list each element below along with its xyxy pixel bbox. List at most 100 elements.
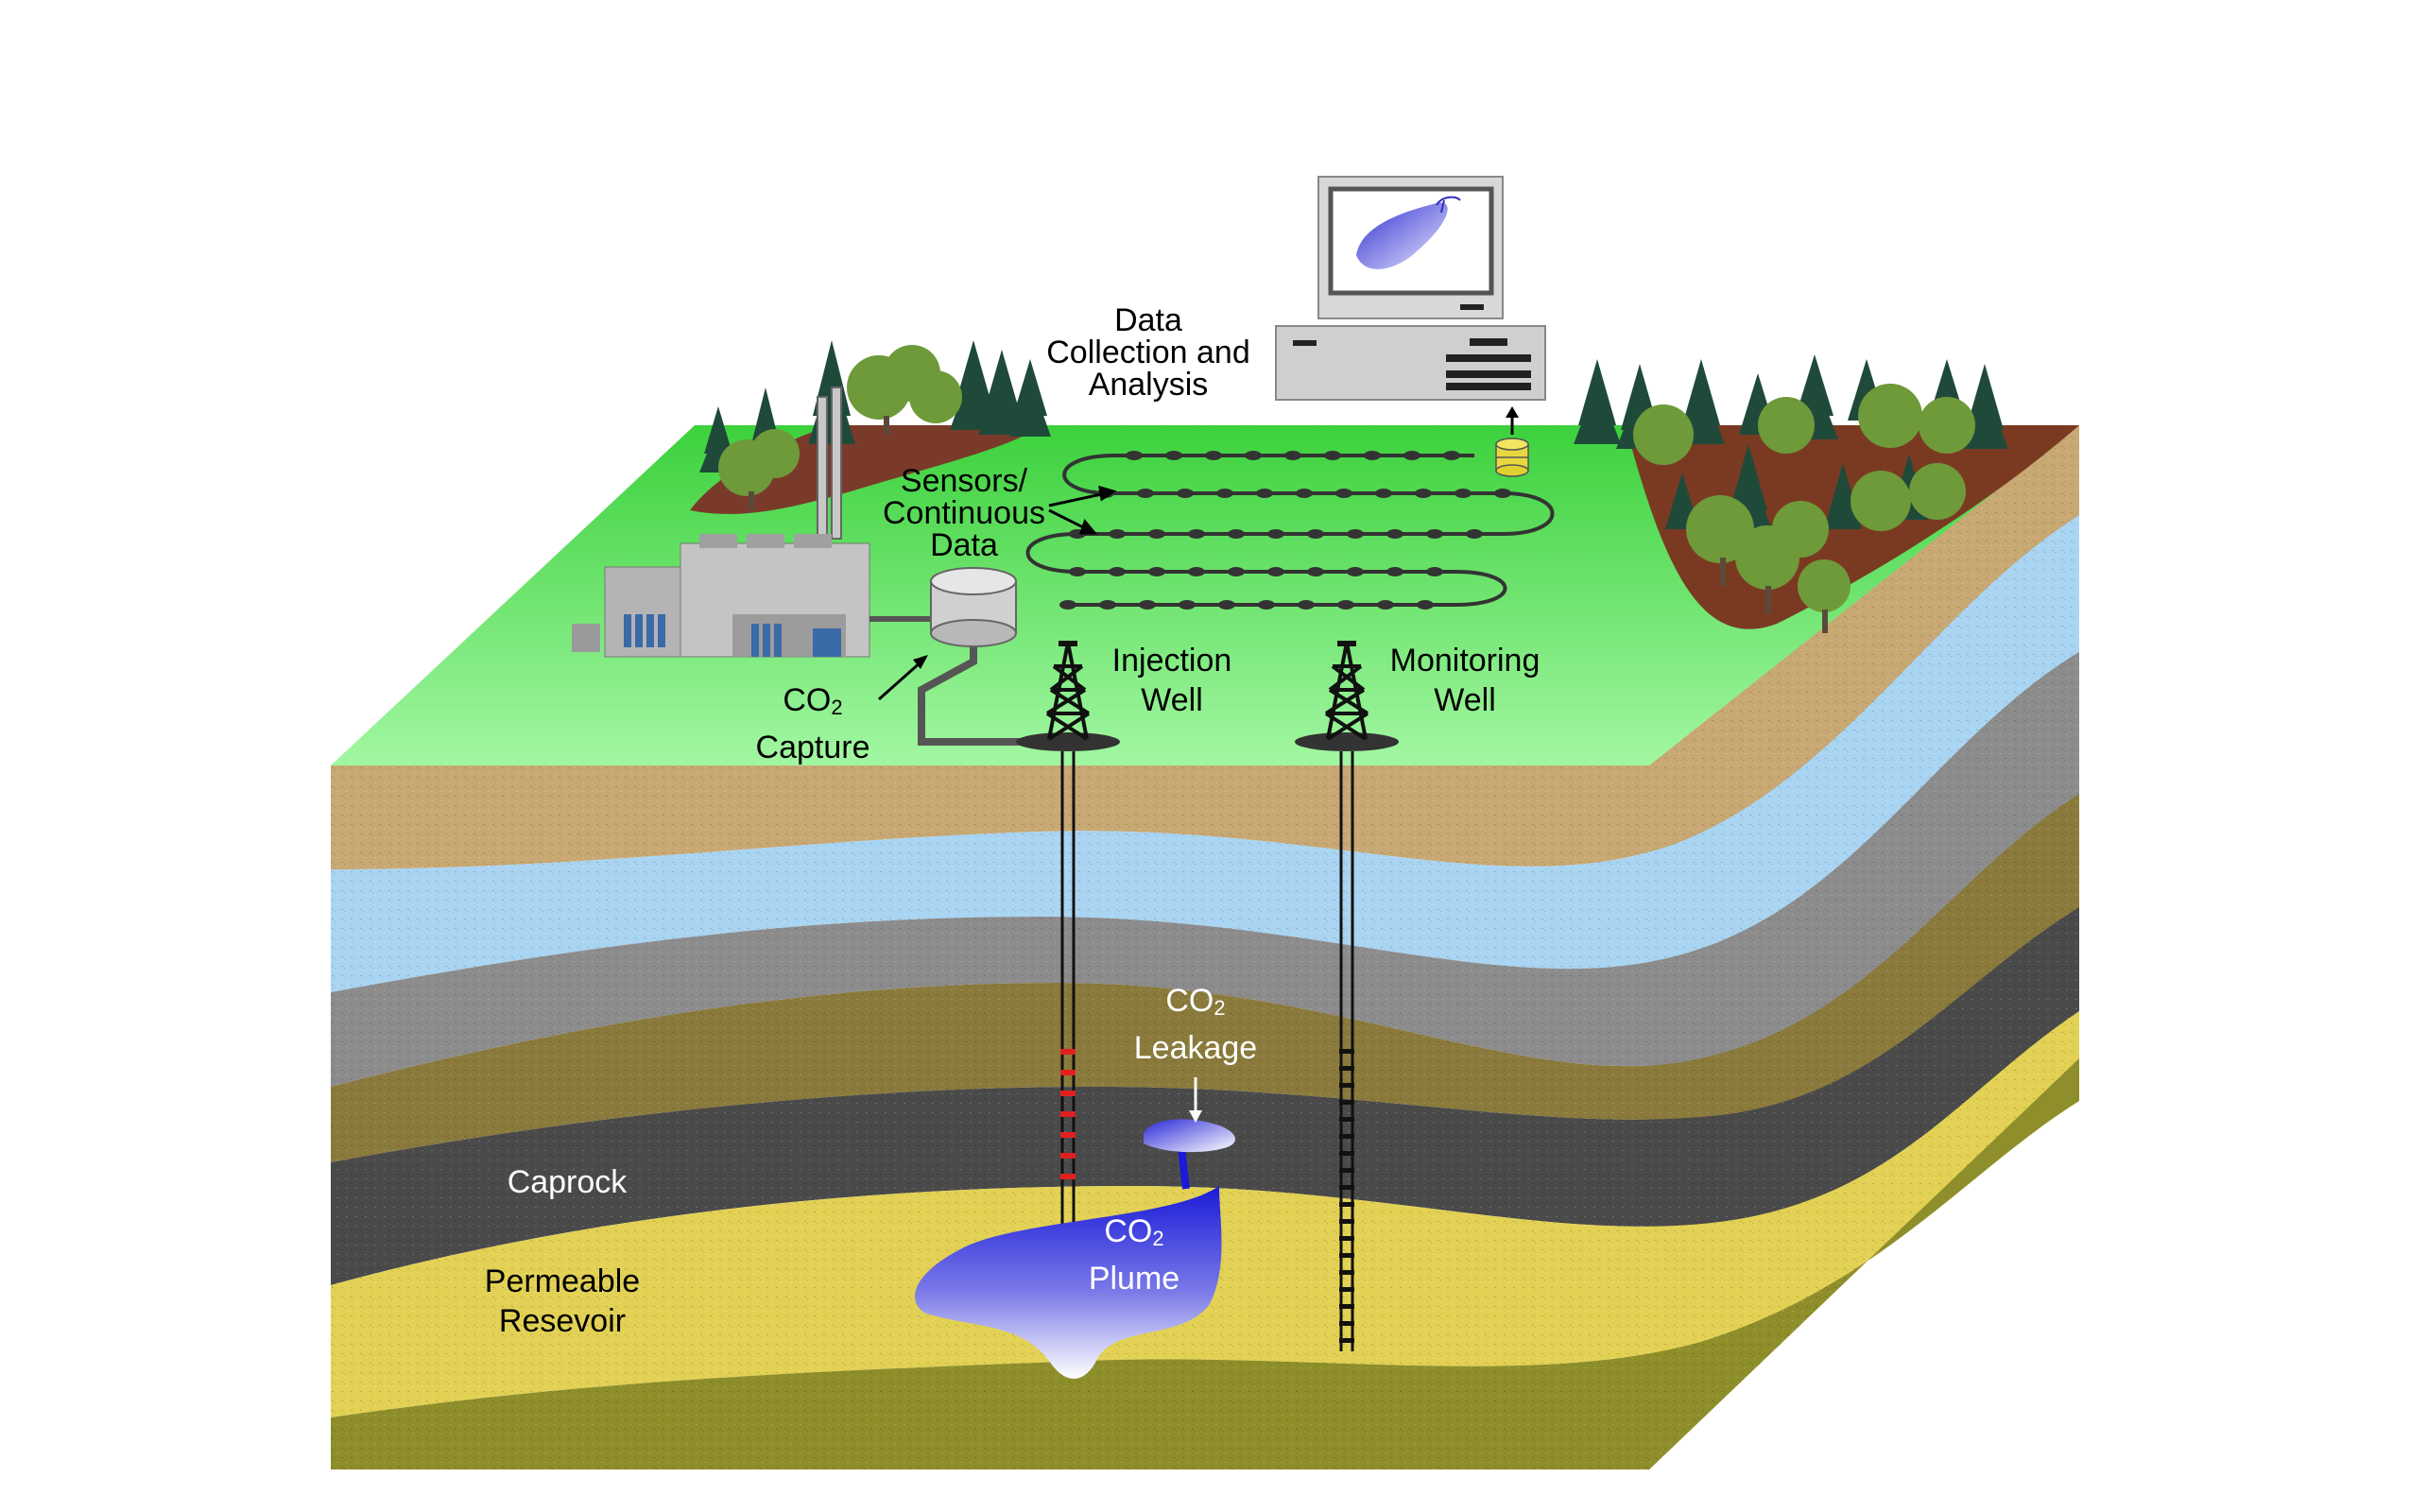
injection-marker	[1060, 1153, 1076, 1159]
sensors-line-1: Sensors/	[900, 463, 1028, 499]
sensors-line-2: Continuous	[882, 495, 1045, 531]
monitoring-well-line-2: Well	[1434, 682, 1496, 718]
sensor-node	[1377, 600, 1394, 610]
sensor-node	[1298, 600, 1315, 610]
injection-marker	[1060, 1174, 1076, 1179]
sensor-node	[1267, 529, 1284, 539]
sensor-node	[1443, 451, 1460, 460]
sensor-node	[1126, 451, 1143, 460]
co2-leakage-label: CO2 Leakage	[1115, 981, 1276, 1068]
sensor-node	[1188, 567, 1205, 576]
computer	[1275, 176, 1546, 401]
sensor-node	[1109, 567, 1126, 576]
data-collection-label: Data Collection and Analysis	[1025, 301, 1271, 404]
leakage-arrow	[1189, 1077, 1202, 1123]
co2-capture-label: CO2 Capture	[737, 680, 888, 767]
co2-plume-co: CO	[1104, 1213, 1153, 1249]
sensor-node	[1403, 451, 1420, 460]
monitoring-well-label: Monitoring Well	[1370, 641, 1559, 720]
sensor-node	[1188, 529, 1205, 539]
sensor-node	[1296, 489, 1313, 498]
monitoring-marker	[1339, 1168, 1354, 1173]
caprock-label: Caprock	[507, 1164, 628, 1200]
sensor-node	[1216, 489, 1233, 498]
trees-left	[699, 340, 1051, 510]
trees-right	[1574, 354, 2008, 633]
sensor-node	[1466, 529, 1483, 539]
sensor-node	[1069, 567, 1086, 576]
injection-well-line-2: Well	[1141, 682, 1203, 718]
sensors-label: Sensors/ Continuous Data	[879, 461, 1049, 565]
sensor-node	[1335, 489, 1352, 498]
sensor-node	[1205, 451, 1222, 460]
sensor-node	[1218, 600, 1235, 610]
sensor-node	[1267, 567, 1284, 576]
sensor-node	[1494, 489, 1511, 498]
sensor-node	[1426, 529, 1443, 539]
sensor-node	[1417, 600, 1434, 610]
monitoring-marker	[1339, 1134, 1354, 1139]
co2-leakage-line-2: Leakage	[1133, 1030, 1258, 1066]
sensor-node	[1179, 600, 1196, 610]
monitoring-well-line-1: Monitoring	[1389, 643, 1541, 679]
sensor-node	[1347, 529, 1364, 539]
sensor-node	[1386, 529, 1403, 539]
monitoring-marker	[1339, 1287, 1354, 1292]
sensor-node	[1165, 451, 1182, 460]
sensor-node	[1148, 567, 1165, 576]
sensor-node	[1375, 489, 1392, 498]
monitoring-marker	[1339, 1321, 1354, 1326]
reservoir-line-1: Permeable	[484, 1263, 641, 1299]
sensor-node	[1364, 451, 1381, 460]
monitoring-marker	[1339, 1253, 1354, 1258]
co2-plume	[915, 1119, 1235, 1379]
monitoring-marker	[1339, 1049, 1354, 1054]
monitoring-marker	[1339, 1304, 1354, 1309]
sensor-node	[1415, 489, 1432, 498]
data-cylinder	[1495, 438, 1529, 477]
sensor-node	[1258, 600, 1275, 610]
sensor-node	[1109, 529, 1126, 539]
sensor-node	[1177, 489, 1194, 498]
co2-capture-line-2: Capture	[755, 730, 870, 765]
sensor-node	[1284, 451, 1301, 460]
monitoring-marker	[1339, 1100, 1354, 1105]
sensor-label-arrows	[1048, 485, 1117, 535]
sensors-line-3: Data	[930, 527, 998, 563]
sensor-node	[1059, 600, 1076, 610]
co2-capture-co: CO	[783, 682, 832, 718]
capture-arrow	[878, 655, 928, 701]
monitoring-marker	[1339, 1270, 1354, 1275]
sensor-node	[1228, 529, 1245, 539]
sensor-node	[1148, 529, 1165, 539]
co2-leakage-co: CO	[1165, 983, 1214, 1019]
reservoir-label: Permeable Resevoir	[463, 1262, 662, 1341]
monitoring-marker	[1339, 1117, 1354, 1122]
sensor-node	[1386, 567, 1403, 576]
sensor-node	[1455, 489, 1472, 498]
sensor-node	[1307, 567, 1324, 576]
monitoring-marker	[1339, 1185, 1354, 1190]
monitoring-marker	[1339, 1236, 1354, 1241]
sensor-node	[1426, 567, 1443, 576]
injection-well-label: Injection Well	[1096, 641, 1248, 720]
sensor-node	[1139, 600, 1156, 610]
injection-marker	[1060, 1091, 1076, 1096]
reservoir-line-2: Resevoir	[498, 1303, 627, 1339]
sensor-array	[1025, 406, 1555, 610]
sensor-node	[1245, 451, 1262, 460]
co2-leakage-blob	[1144, 1119, 1235, 1153]
co2-plume-label: CO2 Plume	[1059, 1211, 1210, 1298]
sensor-node	[1307, 529, 1324, 539]
data-collection-line-3: Analysis	[1088, 367, 1209, 403]
monitoring-marker	[1339, 1202, 1354, 1207]
injection-marker	[1060, 1070, 1076, 1075]
sensor-node	[1347, 567, 1364, 576]
data-collection-line-1: Data	[1114, 302, 1182, 338]
injection-well-line-1: Injection	[1111, 643, 1232, 679]
injection-marker	[1060, 1049, 1076, 1055]
sensor-node	[1324, 451, 1341, 460]
co2-capture-tank	[869, 567, 1044, 746]
monitoring-marker	[1339, 1083, 1354, 1088]
